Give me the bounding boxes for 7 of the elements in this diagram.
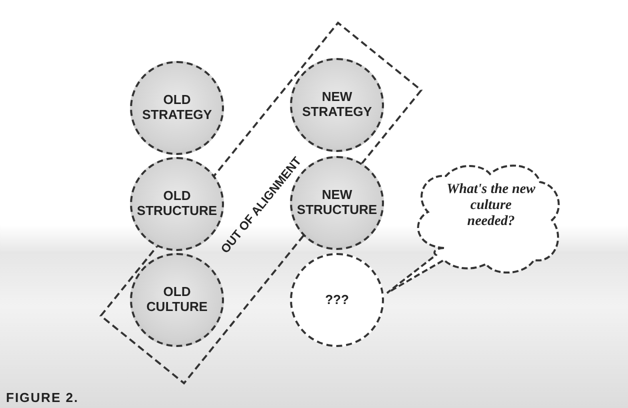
node-label: OLD STRUCTURE bbox=[136, 189, 218, 219]
node-label: OLD STRATEGY bbox=[141, 93, 213, 123]
figure-caption: FIGURE 2. bbox=[6, 390, 79, 405]
node-label: OLD CULTURE bbox=[145, 285, 209, 315]
bubble-text: What's the new culture needed? bbox=[446, 182, 536, 230]
node-label: NEW STRATEGY bbox=[301, 90, 373, 120]
node-label: ??? bbox=[324, 292, 350, 308]
